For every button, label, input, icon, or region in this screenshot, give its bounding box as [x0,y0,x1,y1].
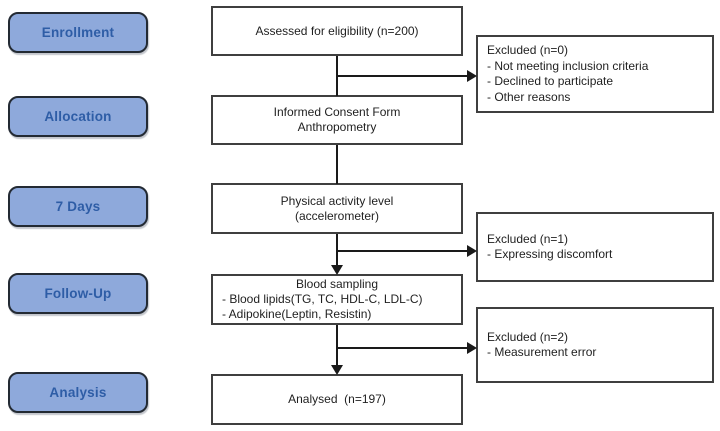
exclusion-title: Excluded (n=2) [487,329,569,344]
stage-badge-follow-up: Follow-Up [8,273,148,314]
connector-consent-to-activity [336,145,338,184]
arrowhead-excluded-0 [467,70,477,82]
stage-badge-analysis: Analysis [8,372,148,413]
flow-box-text: (accelerometer) [294,208,380,223]
flow-box-text: Informed Consent Form [273,105,401,119]
exclusion-box-blood: Excluded (n=2) - Measurement error [476,307,714,383]
flow-box-physical-activity: Physical activity level (accelerometer) [211,183,463,234]
exclusion-bullet: - Other reasons [487,89,571,104]
exclusion-bullet: - Not meeting inclusion criteria [487,58,649,73]
exclusion-box-enrollment: Excluded (n=0) - Not meeting inclusion c… [476,35,714,113]
exclusion-box-activity: Excluded (n=1) - Expressing discomfort [476,212,714,282]
connector-blood-to-analysed [336,325,338,365]
flow-box-blood-sampling: Blood sampling - Blood lipids(TG, TC, HD… [211,274,463,325]
connector-branch-excluded-2 [337,347,468,349]
flow-box-title: Blood sampling [295,277,379,291]
connector-branch-excluded-1 [337,250,468,252]
stage-label: Follow-Up [44,286,112,301]
flow-box-bullet: - Adipokine(Leptin, Resistin) [222,307,372,321]
exclusion-bullet: - Expressing discomfort [487,247,613,261]
stage-label: Enrollment [41,25,115,40]
flow-box-text: Physical activity level [280,193,394,208]
stage-badge-allocation: Allocation [8,96,148,137]
exclusion-bullet: - Measurement error [487,345,597,359]
stage-label: Allocation [44,109,112,124]
arrowhead-blood-sampling [331,265,343,275]
exclusion-title: Excluded (n=0) [487,43,569,57]
stage-badge-enrollment: Enrollment [8,12,148,53]
stage-label: 7 Days [55,199,101,214]
flow-box-eligibility: Assessed for eligibility (n=200) [211,6,463,56]
exclusion-bullet: - Declined to participate [487,74,614,88]
stage-badge-7-days: 7 Days [8,186,148,227]
stage-label: Analysis [49,385,107,400]
arrowhead-analysed [331,365,343,375]
arrowhead-excluded-2 [467,342,477,354]
connector-branch-excluded-0 [337,75,468,77]
arrowhead-excluded-1 [467,245,477,257]
flow-box-bullet: - Blood lipids(TG, TC, HDL-C, LDL-C) [222,292,423,306]
flow-box-text: Assessed for eligibility (n=200) [255,23,419,38]
flow-box-text: Anthropometry [297,120,377,134]
flow-box-analysed: Analysed (n=197) [211,374,463,425]
flow-box-text: Analysed (n=197) [288,392,386,406]
flow-box-consent-anthropometry: Informed Consent Form Anthropometry [211,95,463,145]
exclusion-title: Excluded (n=1) [487,231,569,246]
